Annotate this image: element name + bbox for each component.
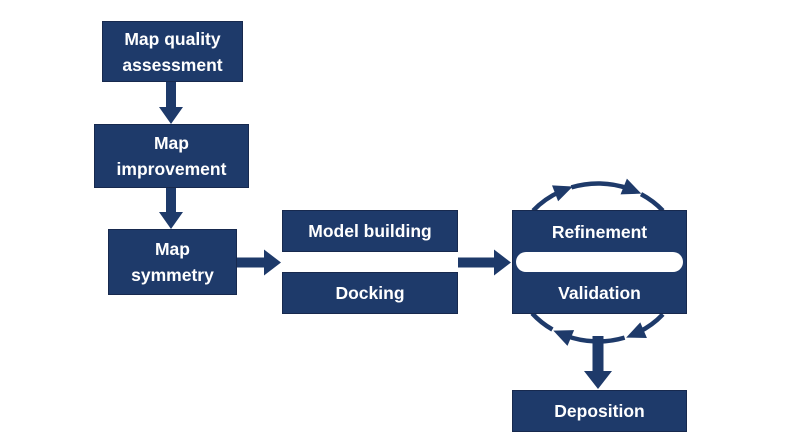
node-model-building: Model building bbox=[282, 210, 458, 252]
node-group-refinement-validation: Refinement Validation bbox=[512, 210, 687, 314]
cycle-arrowhead-icon bbox=[553, 330, 575, 346]
cycle-divider-bar bbox=[516, 252, 683, 272]
cycle-arc bbox=[570, 181, 630, 191]
cycle-arrowhead-icon bbox=[552, 185, 573, 202]
node-map-symmetry: Map symmetry bbox=[108, 229, 237, 295]
arrow-down-icon bbox=[159, 188, 183, 229]
arrow-down-icon bbox=[159, 82, 183, 124]
node-map-improvement: Map improvement bbox=[94, 124, 249, 188]
node-validation: Validation bbox=[558, 283, 641, 303]
refinement-validation-cycle bbox=[530, 178, 665, 346]
arrow-down-icon bbox=[584, 336, 612, 389]
cycle-arc bbox=[639, 192, 665, 213]
node-docking: Docking bbox=[282, 272, 458, 314]
node-deposition: Deposition bbox=[512, 390, 687, 432]
node-refinement: Refinement bbox=[551, 222, 648, 242]
cycle-arrowhead-icon bbox=[626, 322, 647, 339]
arrow-right-icon bbox=[458, 249, 511, 276]
flow-arrows bbox=[159, 82, 612, 389]
cycle-arrowhead-icon bbox=[620, 178, 642, 195]
arrow-right-icon bbox=[237, 249, 281, 276]
cycle-arc bbox=[530, 311, 554, 332]
node-map-quality-assessment: Map quality assessment bbox=[102, 21, 243, 82]
